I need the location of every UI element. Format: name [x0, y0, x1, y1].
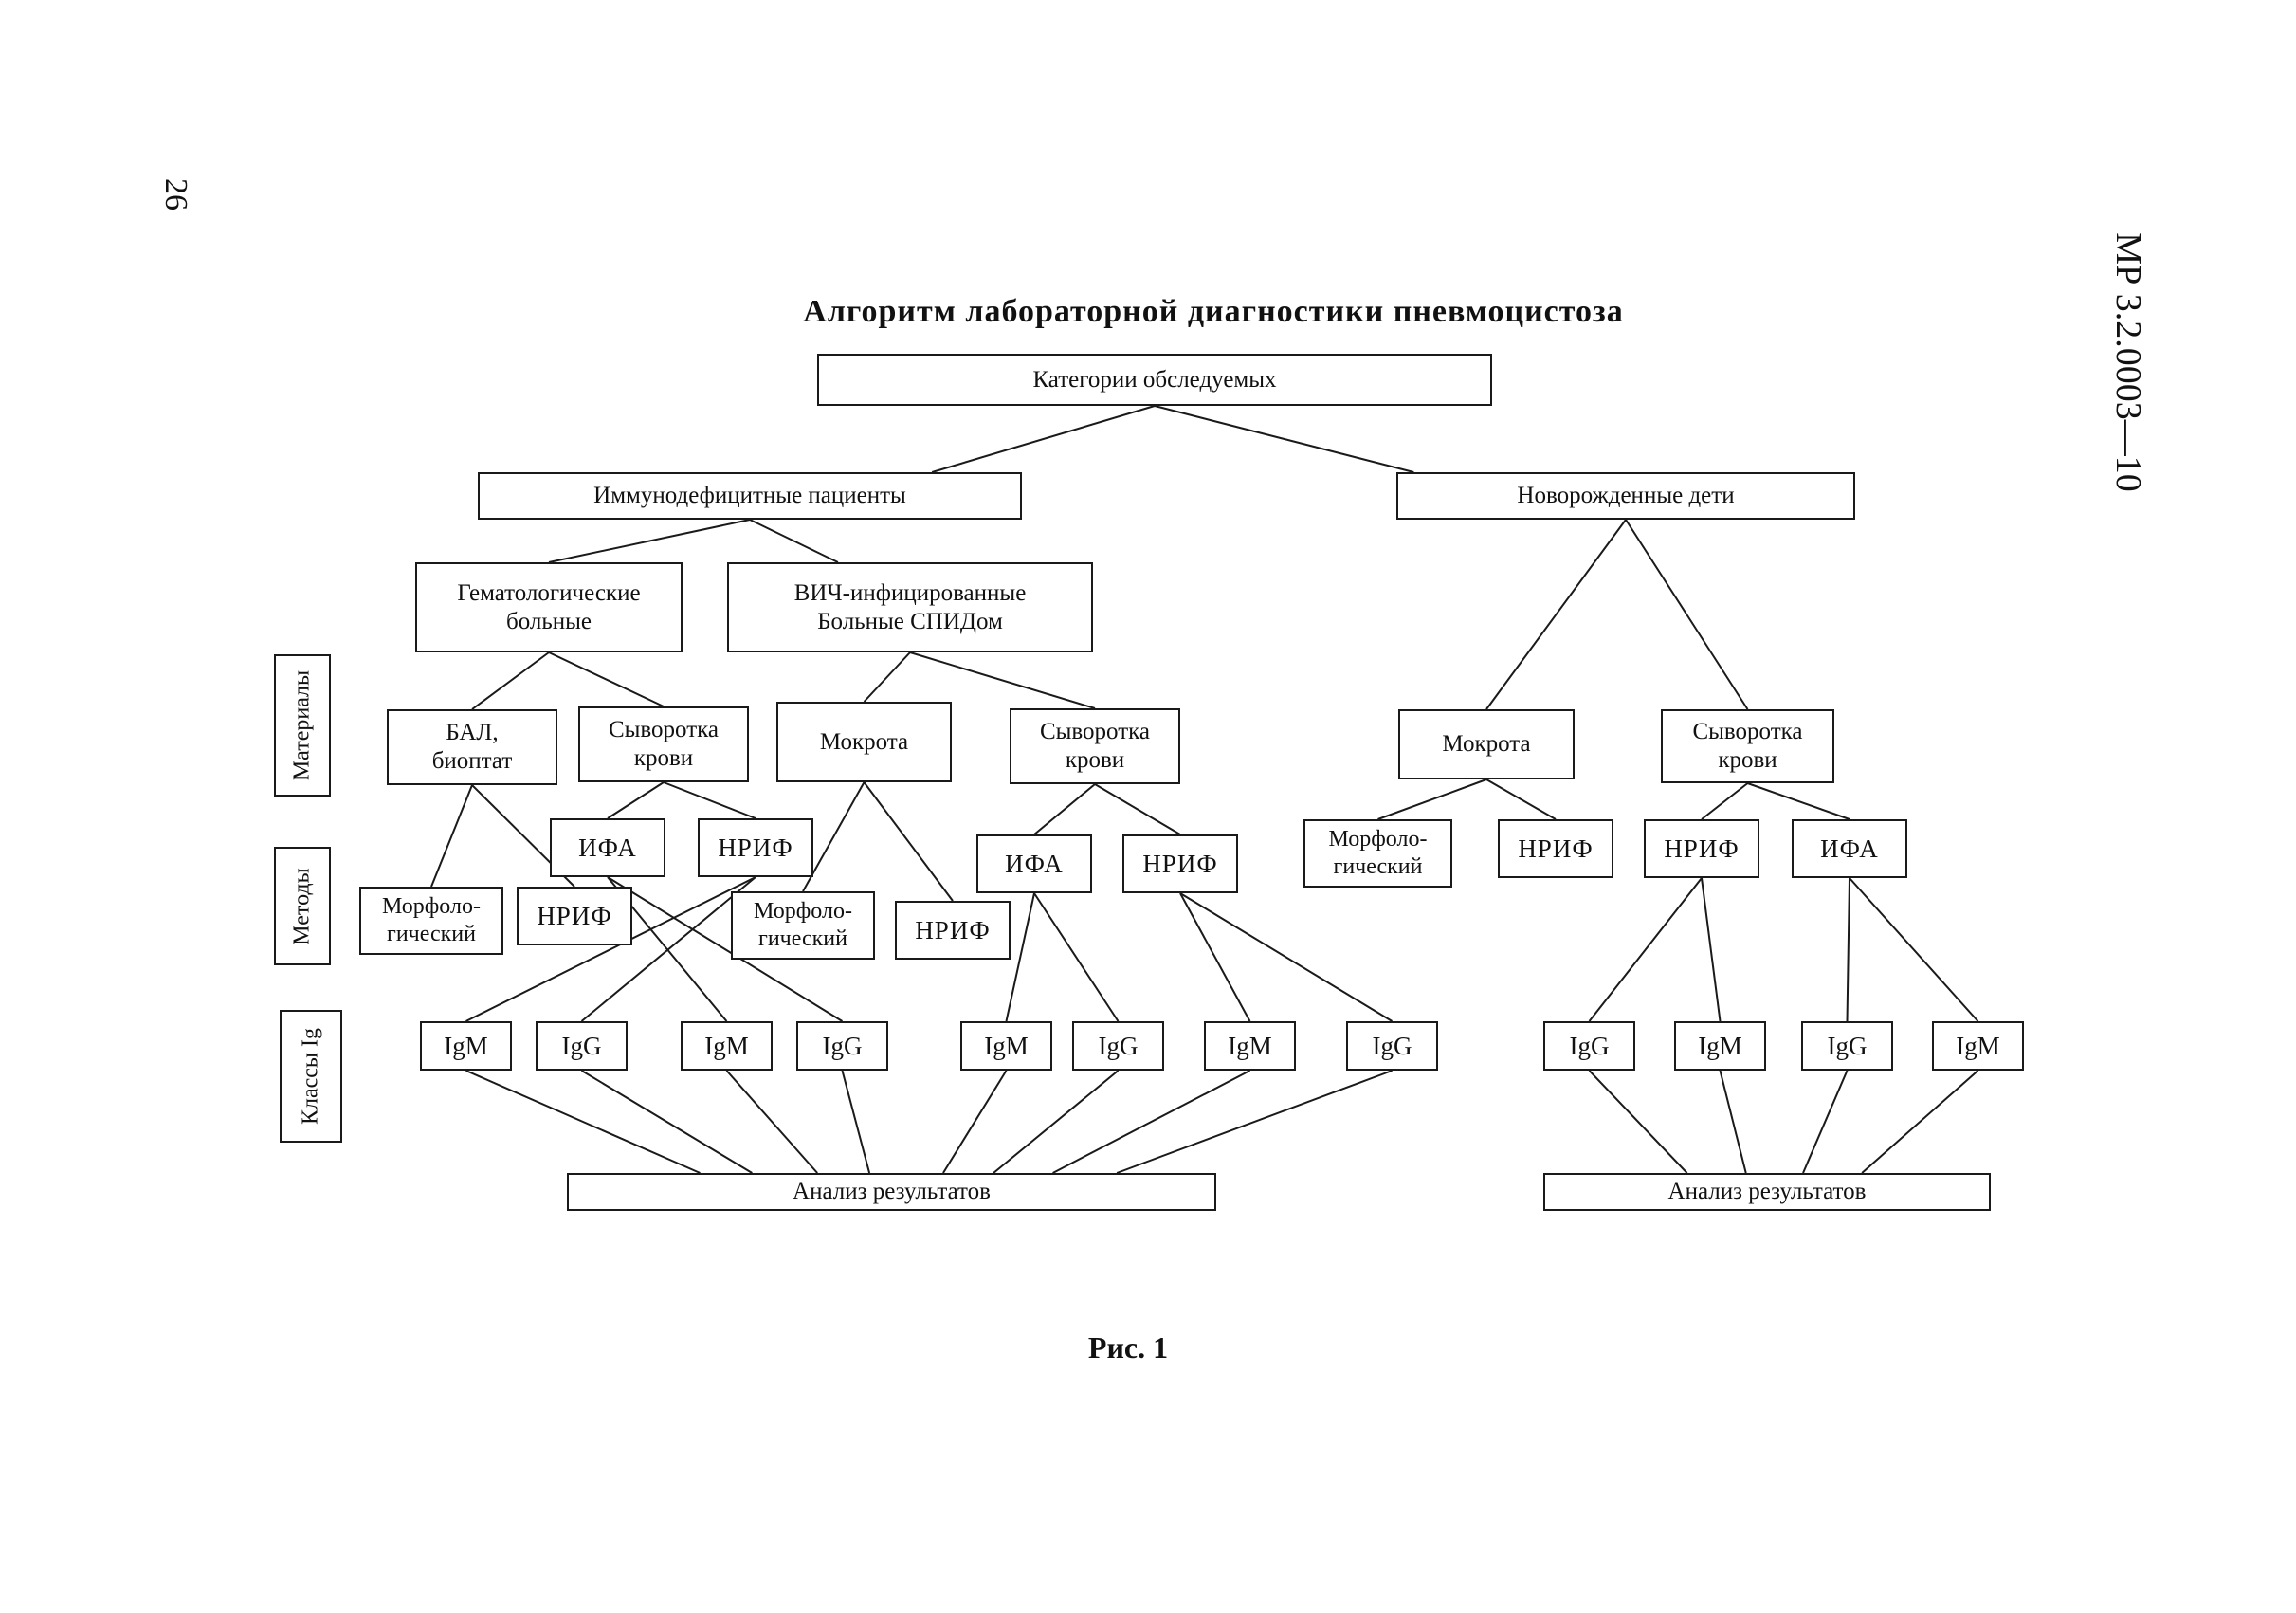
- connector-ifa3-igg6: [1846, 877, 1850, 1022]
- page-number: 26: [158, 178, 193, 211]
- node-nrif-serum-hiv: НРИФ: [1122, 834, 1238, 893]
- node-sputum-newborns: Мокрота: [1398, 709, 1575, 779]
- connector-serum2-nrif4: [1094, 783, 1181, 835]
- node-nrif-sputum-newborns: НРИФ: [1498, 819, 1613, 878]
- connector-hemato-bal: [471, 651, 550, 710]
- node-nrif-serum-newborns: НРИФ: [1644, 819, 1759, 878]
- node-ifa-serum-newborns: ИФА: [1792, 819, 1907, 878]
- connector-nrif2-igm1: [465, 876, 756, 1022]
- node-nrif-bal: НРИФ: [517, 887, 632, 945]
- node-igg-4: IgG: [1346, 1021, 1438, 1071]
- connector-newborn-sputum2: [1485, 519, 1627, 710]
- connector-serum1-ifa1: [607, 781, 665, 819]
- connector-nrif4-igg4: [1179, 892, 1394, 1022]
- connector-serum1-nrif2: [663, 781, 756, 819]
- diagram-title: Алгоритм лабораторной диагностики пневмо…: [803, 294, 1624, 329]
- connector-ifa2-igm3: [1005, 892, 1035, 1022]
- connector-igm2-analysis1: [725, 1070, 818, 1174]
- connector-hemato-serum1: [548, 651, 665, 707]
- connector-igm5-analysis2: [1719, 1070, 1747, 1174]
- node-igg-2: IgG: [796, 1021, 888, 1071]
- connector-nrif6-igm5: [1701, 877, 1722, 1022]
- connector-igg6-analysis2: [1802, 1070, 1849, 1174]
- node-igm-3: IgM: [960, 1021, 1052, 1071]
- node-morphological-sputum-newborns: Морфоло- гический: [1303, 819, 1452, 888]
- connector-igm1-analysis1: [465, 1070, 701, 1174]
- node-sputum-hiv: Мокрота: [776, 702, 952, 782]
- connector-bal-morph1: [430, 784, 473, 888]
- node-igg-1: IgG: [536, 1021, 628, 1071]
- connector-serum3-nrif6: [1701, 782, 1749, 820]
- figure-caption: Рис. 1: [1087, 1330, 1169, 1365]
- connector-immuno-hiv: [749, 519, 839, 563]
- node-igm-2: IgM: [681, 1021, 773, 1071]
- connector-sputum2-nrif5: [1485, 779, 1557, 820]
- connector-igg3-analysis1: [993, 1070, 1120, 1174]
- node-blood-serum-newborns: Сыворотка крови: [1661, 709, 1834, 783]
- connector-igg1-analysis1: [580, 1070, 753, 1174]
- connector-ifa1-igg2: [607, 876, 844, 1022]
- connector-serum3-ifa3: [1747, 782, 1850, 820]
- node-morphological-sputum-hiv: Морфоло- гический: [731, 891, 875, 960]
- connector-igm4-analysis1: [1052, 1070, 1250, 1174]
- node-ifa-serum-hiv: ИФА: [976, 834, 1092, 893]
- connector-ifa3-igm6: [1849, 877, 1979, 1022]
- node-results-analysis-left: Анализ результатов: [567, 1173, 1216, 1211]
- connector-root-newborn: [1154, 405, 1414, 473]
- connector-serum2-ifa2: [1033, 783, 1096, 835]
- node-blood-serum-hematological: Сыворотка крови: [578, 706, 749, 782]
- connector-sputum1-nrif3: [863, 781, 954, 902]
- connector-hiv-serum2: [909, 651, 1096, 709]
- connector-sputum2-morph3: [1377, 779, 1487, 820]
- connector-ifa2-igg3: [1033, 892, 1120, 1022]
- connector-hiv-sputum1: [863, 651, 911, 703]
- node-igm-5: IgM: [1674, 1021, 1766, 1071]
- node-morphological-bal: Морфоло- гический: [359, 887, 503, 955]
- connector-igg2-analysis1: [841, 1070, 871, 1174]
- node-igg-5: IgG: [1543, 1021, 1635, 1071]
- connector-root-immuno: [931, 405, 1156, 473]
- node-newborns: Новорожденные дети: [1396, 472, 1855, 520]
- connector-igg4-analysis1: [1116, 1070, 1393, 1174]
- node-blood-serum-hiv: Сыворотка крови: [1010, 708, 1180, 784]
- connector-igm6-analysis2: [1861, 1070, 1979, 1174]
- node-results-analysis-right: Анализ результатов: [1543, 1173, 1991, 1211]
- side-label-ig-classes: Классы Ig: [280, 1010, 342, 1143]
- document-code: МР 3.2.0003—10: [2108, 232, 2148, 492]
- connector-igm3-analysis1: [942, 1070, 1008, 1174]
- node-ifa-serum-hematological: ИФА: [550, 818, 665, 877]
- node-igm-1: IgM: [420, 1021, 512, 1071]
- side-label-methods: Методы: [274, 847, 331, 965]
- node-bal-biopsy: БАЛ, биоптат: [387, 709, 557, 785]
- node-igm-6: IgM: [1932, 1021, 2024, 1071]
- connector-igg5-analysis2: [1588, 1070, 1688, 1174]
- node-hematological-patients: Гематологические больные: [415, 562, 683, 652]
- node-immunodeficient-patients: Иммунодефицитные пациенты: [478, 472, 1022, 520]
- connector-nrif4-igm4: [1179, 892, 1251, 1022]
- connector-newborn-serum3: [1625, 519, 1749, 710]
- connector-nrif2-igg1: [580, 876, 756, 1022]
- node-igg-3: IgG: [1072, 1021, 1164, 1071]
- connector-immuno-hemato: [548, 519, 751, 563]
- node-igm-4: IgM: [1204, 1021, 1296, 1071]
- node-categories: Категории обследуемых: [817, 354, 1492, 406]
- node-nrif-serum-hematological: НРИФ: [698, 818, 813, 877]
- node-igg-6: IgG: [1801, 1021, 1893, 1071]
- node-nrif-sputum-hiv: НРИФ: [895, 901, 1011, 960]
- side-label-materials: Материалы: [274, 654, 331, 797]
- connector-nrif6-igg5: [1588, 877, 1703, 1022]
- node-hiv-aids-patients: ВИЧ-инфицированные Больные СПИДом: [727, 562, 1093, 652]
